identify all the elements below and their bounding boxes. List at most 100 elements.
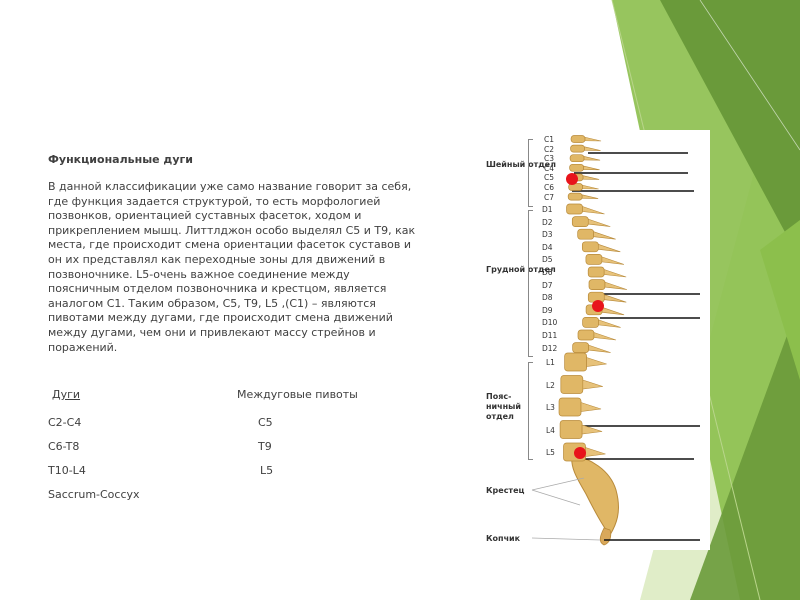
pivot-marker-t9	[592, 300, 604, 312]
cell-arc: C6-T8	[48, 440, 80, 453]
vertebra-body	[571, 216, 589, 227]
vertebra-label: D11	[542, 331, 558, 340]
vertebra-label: D5	[542, 255, 553, 265]
vertebra-label: C7	[544, 192, 555, 202]
label-coccyx: Копчик	[486, 534, 521, 543]
cell-arc: T10-L4	[48, 464, 86, 477]
spinous-process	[588, 344, 611, 353]
spinous-process	[582, 184, 599, 190]
spinous-process	[601, 256, 625, 265]
vertebra-body	[559, 420, 583, 439]
leader-coccyx	[531, 537, 601, 541]
vertebra-label: D7	[542, 280, 553, 290]
cell-pivot: T9	[258, 440, 272, 453]
table-row: C2-C4 C5	[48, 416, 408, 440]
vertebra-label: L5	[546, 448, 555, 457]
vertebra-label: L2	[546, 380, 555, 390]
label-cervical: Шейный отдел	[486, 160, 556, 169]
spinous-process	[583, 165, 600, 171]
spinous-process	[584, 136, 602, 142]
spinous-process	[585, 447, 606, 457]
vertebra-label: D8	[542, 293, 553, 303]
vertebra-label: L4	[546, 425, 555, 435]
vertebra-body	[558, 397, 582, 417]
leader-sacrum-2	[531, 489, 581, 506]
vertebra-label: D3	[542, 230, 553, 240]
label-thoracic: Грудной отдел	[486, 265, 556, 274]
vertebra-body	[577, 329, 595, 341]
vertebra-body	[581, 241, 599, 253]
vertebra-body	[570, 144, 585, 153]
vertebra-label: D9	[542, 305, 553, 315]
vertebra-label: C6	[544, 183, 555, 192]
brace-thoracic	[528, 210, 533, 357]
spinous-process	[582, 379, 603, 390]
vertebra-label: D12	[542, 343, 558, 353]
spinous-process	[586, 357, 607, 367]
pivot-marker-l5	[574, 447, 586, 459]
cell-arc: C2-C4	[48, 416, 82, 429]
vertebra-body	[570, 135, 586, 143]
pivot-marker-c5	[566, 173, 578, 185]
spinous-process	[603, 294, 627, 303]
vertebra-body	[560, 375, 584, 394]
slide-paragraph: В данной классификации уже само название…	[48, 180, 416, 354]
spinous-process	[593, 231, 616, 240]
spinous-process	[583, 156, 601, 161]
cell-arc: Saccrum-Coccyx	[48, 488, 140, 501]
vertebra-label: D4	[542, 242, 553, 252]
vertebra-body	[577, 228, 595, 240]
arcs-table: Дуги Междуговые пивоты C2-C4 C5 C6-T8 T9…	[48, 388, 408, 512]
vertebra-label: L1	[546, 358, 555, 367]
spinous-process	[593, 332, 617, 341]
spinous-process	[601, 306, 625, 316]
label-sacrum: Крестец	[486, 486, 525, 495]
leader-sacrum	[531, 477, 585, 491]
vertebra-label: C4	[544, 163, 555, 173]
spinous-process	[604, 281, 628, 290]
cell-pivot: L5	[260, 464, 274, 477]
cell-pivot: C5	[258, 416, 273, 429]
vertebra-body	[569, 154, 585, 163]
spinous-process	[584, 146, 601, 151]
vertebra-body	[587, 266, 605, 278]
vertebra-body	[585, 254, 603, 265]
vertebra-label: C3	[544, 154, 555, 164]
vertebra-label: C1	[544, 135, 555, 144]
label-lumbar: Пояс-ничный отдел	[486, 392, 521, 421]
spinous-process	[598, 319, 621, 328]
spinous-process	[598, 243, 621, 253]
header-arcs: Дуги	[52, 388, 81, 401]
table-header: Дуги Междуговые пивоты	[48, 388, 408, 408]
brace-cervical	[528, 139, 533, 207]
header-pivots: Междуговые пивоты	[237, 388, 358, 401]
vertebra-label: C2	[544, 144, 555, 154]
vertebra-label: D2	[542, 217, 553, 227]
table-row: Saccrum-Coccyx	[48, 488, 408, 512]
vertebra-label: C5	[544, 173, 555, 183]
sacrum-shape	[571, 454, 619, 536]
coccyx-shape	[599, 527, 612, 546]
spinous-process	[587, 218, 611, 227]
vertebra-body	[569, 163, 584, 172]
vertebra-label: D1	[542, 205, 553, 214]
vertebra-body	[564, 352, 587, 372]
spinous-process	[582, 175, 600, 180]
vertebra-body	[572, 342, 589, 353]
table-row: T10-L4 L5	[48, 464, 408, 488]
vertebra-body	[588, 279, 606, 290]
vertebra-body	[566, 203, 583, 215]
spinous-process	[582, 206, 605, 215]
vertebra-body	[582, 317, 599, 328]
spinous-process	[581, 194, 599, 199]
brace-lumbar	[528, 362, 533, 460]
spinous-process	[580, 402, 602, 412]
vertebra-label: D10	[542, 318, 558, 328]
spinous-process	[581, 424, 603, 435]
vertebra-body	[567, 192, 583, 201]
table-row: C6-T8 T9	[48, 440, 408, 464]
vertebra-label: L3	[546, 403, 555, 412]
spinous-process	[603, 269, 627, 278]
